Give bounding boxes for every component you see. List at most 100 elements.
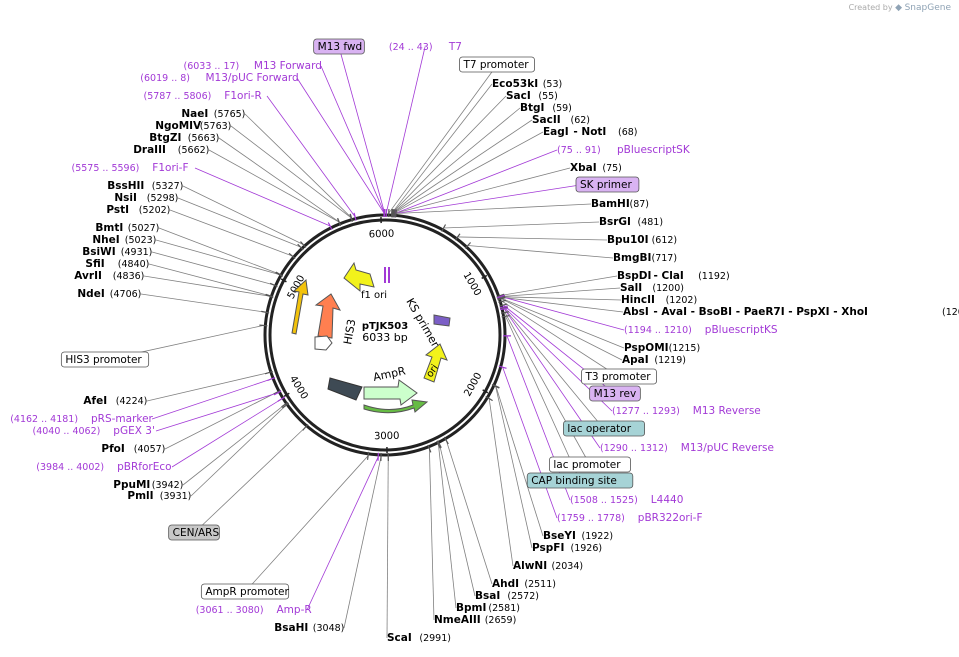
label-avrii-52[interactable]: AvrII(4836) — [74, 270, 144, 282]
label-pgex-3-47[interactable]: (4040 .. 4062)pGEX 3' — [33, 425, 155, 437]
label-bsai-35[interactable]: BsaI(2572) — [475, 590, 539, 602]
label-ndei-51[interactable]: NdeI(4706) — [77, 288, 141, 300]
label-cap-binding-site-28[interactable]: CAP binding site — [526, 472, 634, 489]
label-name-btgzi-62: BtgZI — [149, 132, 181, 144]
label-pbluescriptks-19[interactable]: (1194 .. 1210)pBluescriptKS — [624, 324, 778, 336]
label-sk-primer-10[interactable]: SK primer — [575, 176, 640, 193]
label-name-scai-38: ScaI — [387, 632, 412, 644]
feature-cen-ars-block[interactable] — [327, 377, 363, 401]
label-sacii-6[interactable]: SacII(62) — [532, 114, 590, 126]
feature-f1-ori-arrow[interactable] — [343, 261, 375, 293]
label-cen-ars-42[interactable]: CEN/ARS — [168, 524, 220, 541]
feature-his3-promoter-arrow[interactable] — [314, 335, 333, 351]
feature-his3-arrow[interactable] — [314, 293, 342, 339]
label-bsahi-39[interactable]: BsaHI(3048) — [274, 622, 344, 634]
site-mark-pgex-3-47 — [273, 390, 282, 396]
label-pos-f1ori-r-65: (5787 .. 5806) — [144, 91, 212, 102]
label-bsshii-59[interactable]: BssHII(5327) — [107, 180, 183, 192]
label-amp-r-40[interactable]: (3061 .. 3080)Amp-R — [196, 604, 312, 616]
label-prs-marker-48[interactable]: (4162 .. 4181)pRS-marker — [10, 413, 153, 425]
leader-line-nmeaiii-37 — [428, 448, 435, 621]
tick-mark-5000 — [280, 278, 287, 283]
feature-ks-primer-mark[interactable] — [433, 314, 451, 327]
label-pos-pbrforeco-45: (3984 .. 4002) — [36, 462, 104, 473]
label-nhei-55[interactable]: NheI(5023) — [92, 234, 156, 246]
label-his3-promoter-50[interactable]: HIS3 promoter — [60, 351, 150, 368]
label-bpmi-36[interactable]: BpmI(2581) — [456, 602, 520, 614]
label-pbr322ori-f-30[interactable]: (1759 .. 1778)pBR322ori-F — [557, 512, 703, 524]
leader-line-m13-puc-forward-66 — [296, 77, 385, 214]
label-naei-64[interactable]: NaeI(5765) — [181, 108, 245, 120]
label-l4440-29[interactable]: (1508 .. 1525)L4440 — [570, 494, 683, 506]
label-afei-49[interactable]: AfeI(4224) — [83, 395, 147, 407]
label-sfii-53[interactable]: SfiI(4840) — [85, 258, 149, 270]
label-btgi-5[interactable]: BtgI(59) — [520, 102, 572, 114]
label-t3-promoter-22[interactable]: T3 promoter — [581, 368, 657, 385]
label-pmli-43[interactable]: PmlI(3931) — [127, 490, 191, 502]
label-name-his3-promoter-50: HIS3 promoter — [65, 354, 142, 366]
label-bmti-56[interactable]: BmtI(5027) — [95, 222, 159, 234]
label-pos-bsshii-59: (5327) — [152, 181, 184, 192]
leader-line-nhei-55 — [155, 239, 280, 275]
label-pos-naei-64: (5765) — [214, 109, 246, 120]
label-eagi-7[interactable]: EagI- NotI(68) — [543, 126, 638, 138]
label-name-bamhi-11: BamHI — [591, 198, 630, 210]
label-f1ori-f-60[interactable]: (5575 .. 5596)F1ori-F — [72, 162, 189, 174]
feature-ori-arrow[interactable] — [423, 343, 448, 383]
label-name-nmeaiii-37: NmeAIII — [434, 614, 481, 626]
label-t7-promoter-2[interactable]: T7 promoter — [459, 56, 535, 73]
label-nsii-58[interactable]: NsiI(5298) — [114, 192, 178, 204]
site-mark-lac-operator-25 — [499, 306, 509, 310]
label-m13-puc-reverse-26[interactable]: (1290 .. 1312)M13/pUC Reverse — [600, 442, 774, 454]
label-nmeaiii-37[interactable]: NmeAIII(2659) — [434, 614, 516, 626]
label-saci-4[interactable]: SacI(55) — [506, 90, 558, 102]
label-bmgbi-14[interactable]: BmgBI(717) — [613, 252, 677, 264]
label-pspfi-32[interactable]: PspFI(1926) — [532, 542, 602, 554]
label-psti-57[interactable]: PstI(5202) — [106, 204, 170, 216]
label-bsrgi-12[interactable]: BsrGI(481) — [599, 216, 663, 228]
label-bamhi-11[interactable]: BamHI(87) — [591, 198, 649, 210]
label-alwni-33[interactable]: AlwNI(2034) — [513, 560, 583, 572]
label-scai-38[interactable]: ScaI(2991) — [387, 632, 451, 644]
label-bpu10i-13[interactable]: Bpu10I(612) — [607, 234, 677, 246]
label-bseyi-31[interactable]: BseYI(1922) — [543, 530, 613, 542]
feature-f1-outer-arrow[interactable] — [291, 278, 309, 335]
label-bspdi-15[interactable]: BspDI- ClaI(1192) — [617, 270, 730, 282]
label-ampr-promoter-41[interactable]: AmpR promoter — [200, 583, 289, 600]
label-f1ori-r-65[interactable]: (5787 .. 5806)F1ori-R — [144, 90, 262, 102]
label-name-cen-ars-42: CEN/ARS — [173, 527, 220, 539]
label-t7-1[interactable]: (24 .. 43)T7 — [389, 41, 462, 53]
site-mark-absi-18 — [497, 295, 505, 300]
label-bsiwi-54[interactable]: BsiWI(4931) — [82, 246, 152, 258]
label-name-pgex-3-47: pGEX 3' — [113, 425, 155, 437]
label-m13-forward-67[interactable]: (6033 .. 17)M13 Forward — [184, 60, 322, 72]
label-eco53ki-3[interactable]: Eco53kI(53) — [492, 78, 562, 90]
feature-ampr-lower-arrow[interactable] — [363, 399, 429, 414]
label-pos-pbr322ori-f-30: (1759 .. 1778) — [557, 513, 625, 524]
label-pbrforeco-45[interactable]: (3984 .. 4002)pBRforEco — [36, 461, 171, 473]
label-m13-fwd-0[interactable]: M13 fwd — [313, 38, 365, 55]
label-ahdi-34[interactable]: AhdI(2511) — [492, 578, 556, 590]
label-lac-promoter-27[interactable]: lac promoter — [549, 456, 632, 473]
label-ngomiv-63[interactable]: NgoMIV(5763) — [155, 120, 231, 132]
label-pspomi-20[interactable]: PspOMI(1215) — [624, 342, 700, 354]
label-pbluescriptsk-8[interactable]: (75 .. 91)pBluescriptSK — [557, 144, 691, 156]
label-lac-operator-25[interactable]: lac operator — [563, 420, 646, 437]
leader-line-pmli-43 — [190, 405, 286, 497]
label-draiii-61[interactable]: DraIII(5662) — [133, 144, 209, 156]
label-ppumi-44[interactable]: PpuMI(3942) — [113, 479, 183, 491]
label-hincii-17[interactable]: HincII(1202) — [621, 294, 697, 306]
label-pos-pspomi-20: (1215) — [669, 343, 701, 354]
label-absi-18[interactable]: AbsI- AvaI - BsoBI - PaeR7I - PspXI - Xh… — [623, 306, 959, 318]
label-xbai-9[interactable]: XbaI(75) — [570, 162, 622, 174]
label-sali-16[interactable]: SalI(1200) — [620, 282, 684, 294]
label-apai-21[interactable]: ApaI(1219) — [622, 354, 686, 366]
label-m13-rev-23[interactable]: M13 rev — [589, 385, 641, 402]
site-mark-pspfi-32 — [491, 384, 500, 389]
label-pfoi-46[interactable]: PfoI(4057) — [101, 443, 165, 455]
feature-ampr-arrow[interactable] — [363, 379, 418, 406]
label-m13-reverse-24[interactable]: (1277 .. 1293)M13 Reverse — [612, 405, 761, 417]
label-m13-puc-forward-66[interactable]: (6019 .. 8)M13/pUC Forward — [140, 72, 298, 84]
label-btgzi-62[interactable]: BtgZI(5663) — [149, 132, 219, 144]
label-pos-eco53ki-3: (53) — [543, 79, 563, 90]
